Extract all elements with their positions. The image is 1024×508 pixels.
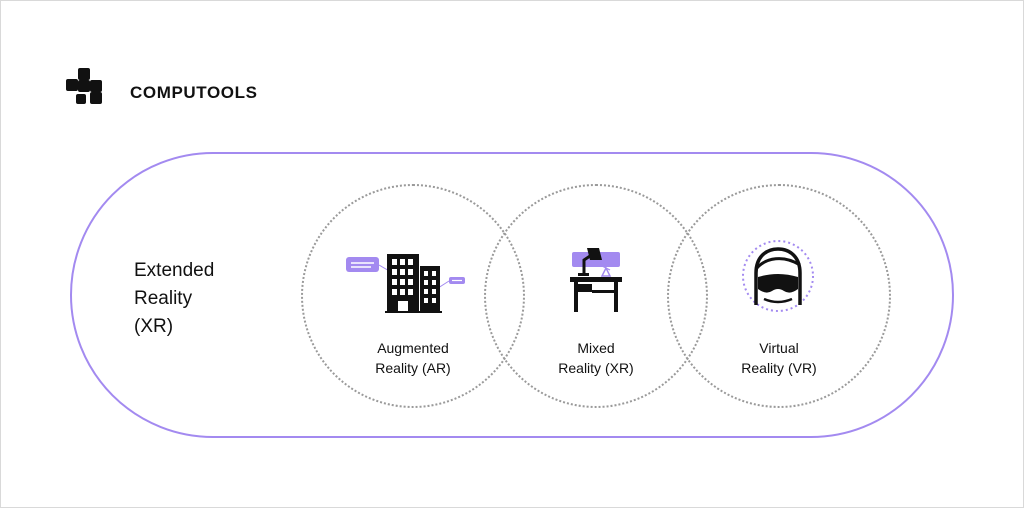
computools-logo-icon <box>66 68 102 104</box>
desk-lamp-icon <box>570 248 622 312</box>
mixed-reality-label: Mixed Reality (XR) <box>506 338 686 378</box>
brand-wordmark: COMPUTOOLS <box>130 83 258 102</box>
extended-reality-label: Extended Reality (XR) <box>134 257 274 341</box>
xr-label-line: Extended <box>134 260 215 281</box>
caption-line: Reality (VR) <box>741 360 817 376</box>
xr-label-line: (XR) <box>134 316 174 337</box>
caption-line: Virtual <box>759 340 799 356</box>
extended-reality-container <box>70 152 954 438</box>
caption-line: Reality (XR) <box>558 360 634 376</box>
brand: COMPUTOOLS <box>66 68 258 108</box>
office-buildings-icon <box>346 254 465 313</box>
caption-line: Mixed <box>577 340 615 356</box>
virtual-reality-label: Virtual Reality (VR) <box>689 338 869 378</box>
vr-headset-icon <box>742 240 814 312</box>
virtual-reality-circle <box>667 184 891 408</box>
augmented-reality-label: Augmented Reality (AR) <box>323 338 503 378</box>
caption-line: Reality (AR) <box>375 360 451 376</box>
caption-line: Augmented <box>377 340 449 356</box>
xr-label-line: Reality <box>134 288 193 309</box>
